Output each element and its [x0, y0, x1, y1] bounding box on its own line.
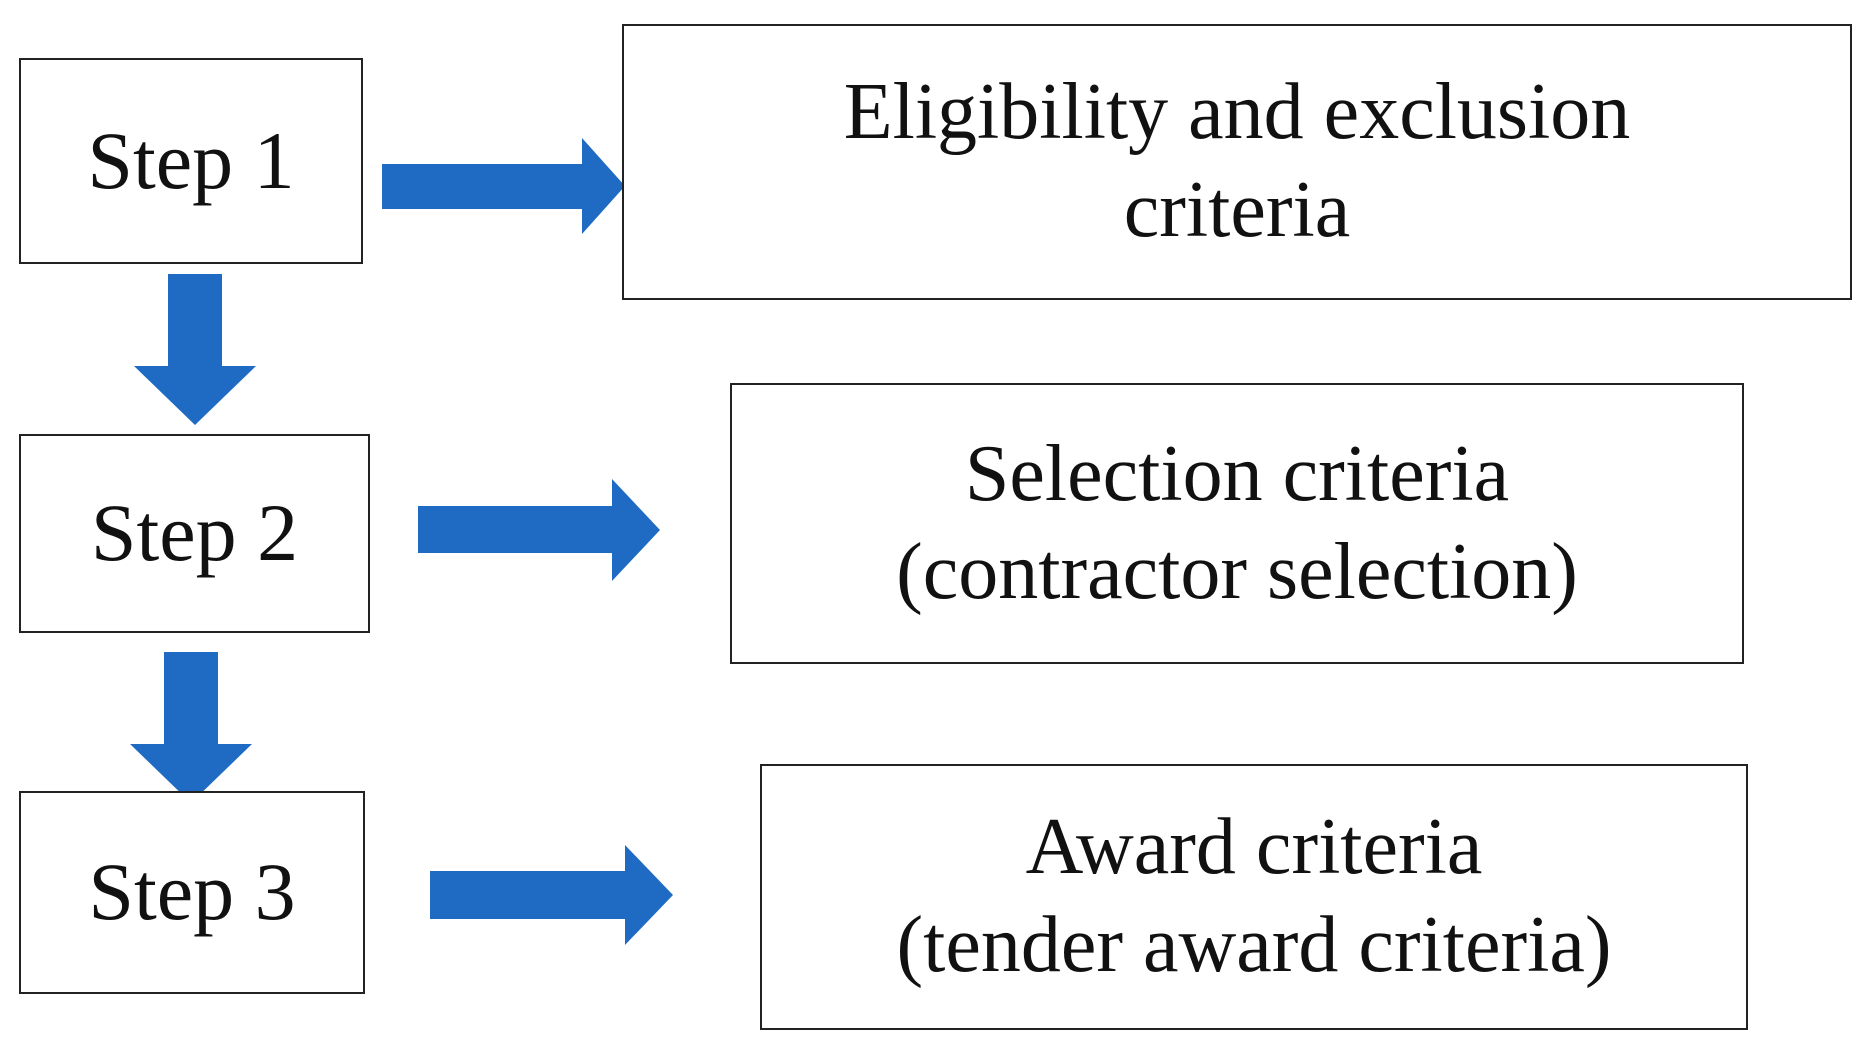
- arrow-right-step-1: [382, 138, 625, 234]
- step-2-label: Step 2: [90, 487, 299, 579]
- arrow-down-step-2-to-3: [130, 652, 252, 803]
- step-1-box: Step 1: [19, 58, 363, 264]
- step-3-box: Step 3: [19, 791, 365, 994]
- arrow-right-step-3: [430, 845, 673, 945]
- arrow-down-step-1-to-2: [134, 274, 256, 425]
- arrow-right-step-2: [418, 479, 660, 581]
- step-1-label: Step 1: [87, 114, 295, 206]
- award-criteria-box: Award criteria (tender award criteria): [760, 764, 1748, 1030]
- eligibility-criteria-line-2: criteria: [1123, 166, 1351, 254]
- eligibility-criteria-line-1: Eligibility and exclusion: [843, 68, 1631, 157]
- award-criteria-line-2: (tender award criteria): [896, 901, 1612, 989]
- eligibility-exclusion-criteria-box: Eligibility and exclusion criteria: [622, 24, 1852, 300]
- selection-criteria-line-2: (contractor selection): [896, 527, 1578, 616]
- award-criteria-line-1: Award criteria: [1025, 803, 1483, 892]
- step-2-box: Step 2: [19, 434, 370, 633]
- selection-criteria-line-1: Selection criteria: [964, 429, 1510, 518]
- step-3-label: Step 3: [88, 846, 296, 938]
- selection-criteria-box: Selection criteria (contractor selection…: [730, 383, 1744, 664]
